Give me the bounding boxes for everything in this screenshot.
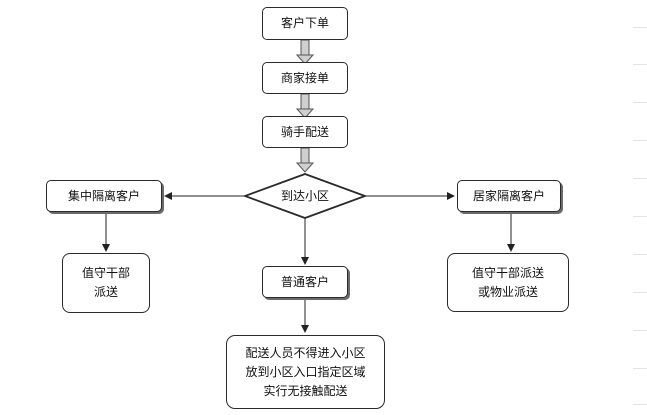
margin-tick	[633, 178, 647, 179]
margin-tick	[633, 64, 647, 65]
center-result-line: 配送人员不得进入小区	[245, 345, 366, 360]
left-result-box: 值守干部 派送	[62, 253, 150, 313]
decision-label: 到达小区	[281, 189, 330, 203]
step-order-label: 客户下单	[280, 16, 329, 30]
fat-arrow-merchant-to-rider	[295, 93, 315, 119]
center-result-box: 配送人员不得进入小区 放到小区入口指定区域 实行无接触配送	[226, 335, 385, 409]
margin-tick	[633, 27, 647, 28]
right-result-line: 值守干部派送	[471, 265, 544, 280]
margin-tick	[633, 140, 647, 141]
branch-right-box: 居家隔离客户	[457, 180, 561, 212]
step-rider-label: 骑手配送	[280, 124, 329, 139]
margin-tick	[633, 292, 647, 293]
step-merchant-box: 商家接单	[262, 62, 348, 94]
margin-tick	[633, 216, 647, 217]
step-order-box: 客户下单	[262, 7, 348, 40]
center-result-line: 放到小区入口指定区域	[245, 364, 366, 379]
margin-tick	[633, 330, 647, 331]
margin-tick	[633, 404, 647, 405]
branch-left-box: 集中隔离客户	[46, 180, 162, 212]
branch-center-box: 普通客户	[262, 266, 348, 298]
branch-right-label: 居家隔离客户	[472, 188, 545, 203]
right-result-box: 值守干部派送 或物业派送	[447, 253, 569, 312]
center-result-line: 实行无接触配送	[263, 383, 348, 398]
margin-tick	[633, 368, 647, 369]
step-merchant-label: 商家接单	[280, 70, 329, 85]
fat-arrow-order-to-merchant	[295, 39, 315, 65]
step-rider-box: 骑手配送	[262, 116, 348, 148]
right-result-line: 或物业派送	[477, 284, 538, 299]
left-result-line: 派送	[93, 285, 118, 299]
left-result-line: 值守干部	[81, 266, 130, 280]
branch-center-label: 普通客户	[280, 274, 329, 289]
margin-tick	[633, 102, 647, 103]
branch-left-label: 集中隔离客户	[67, 188, 140, 203]
margin-tick	[633, 254, 647, 255]
fat-arrow-rider-to-decision	[295, 147, 315, 173]
